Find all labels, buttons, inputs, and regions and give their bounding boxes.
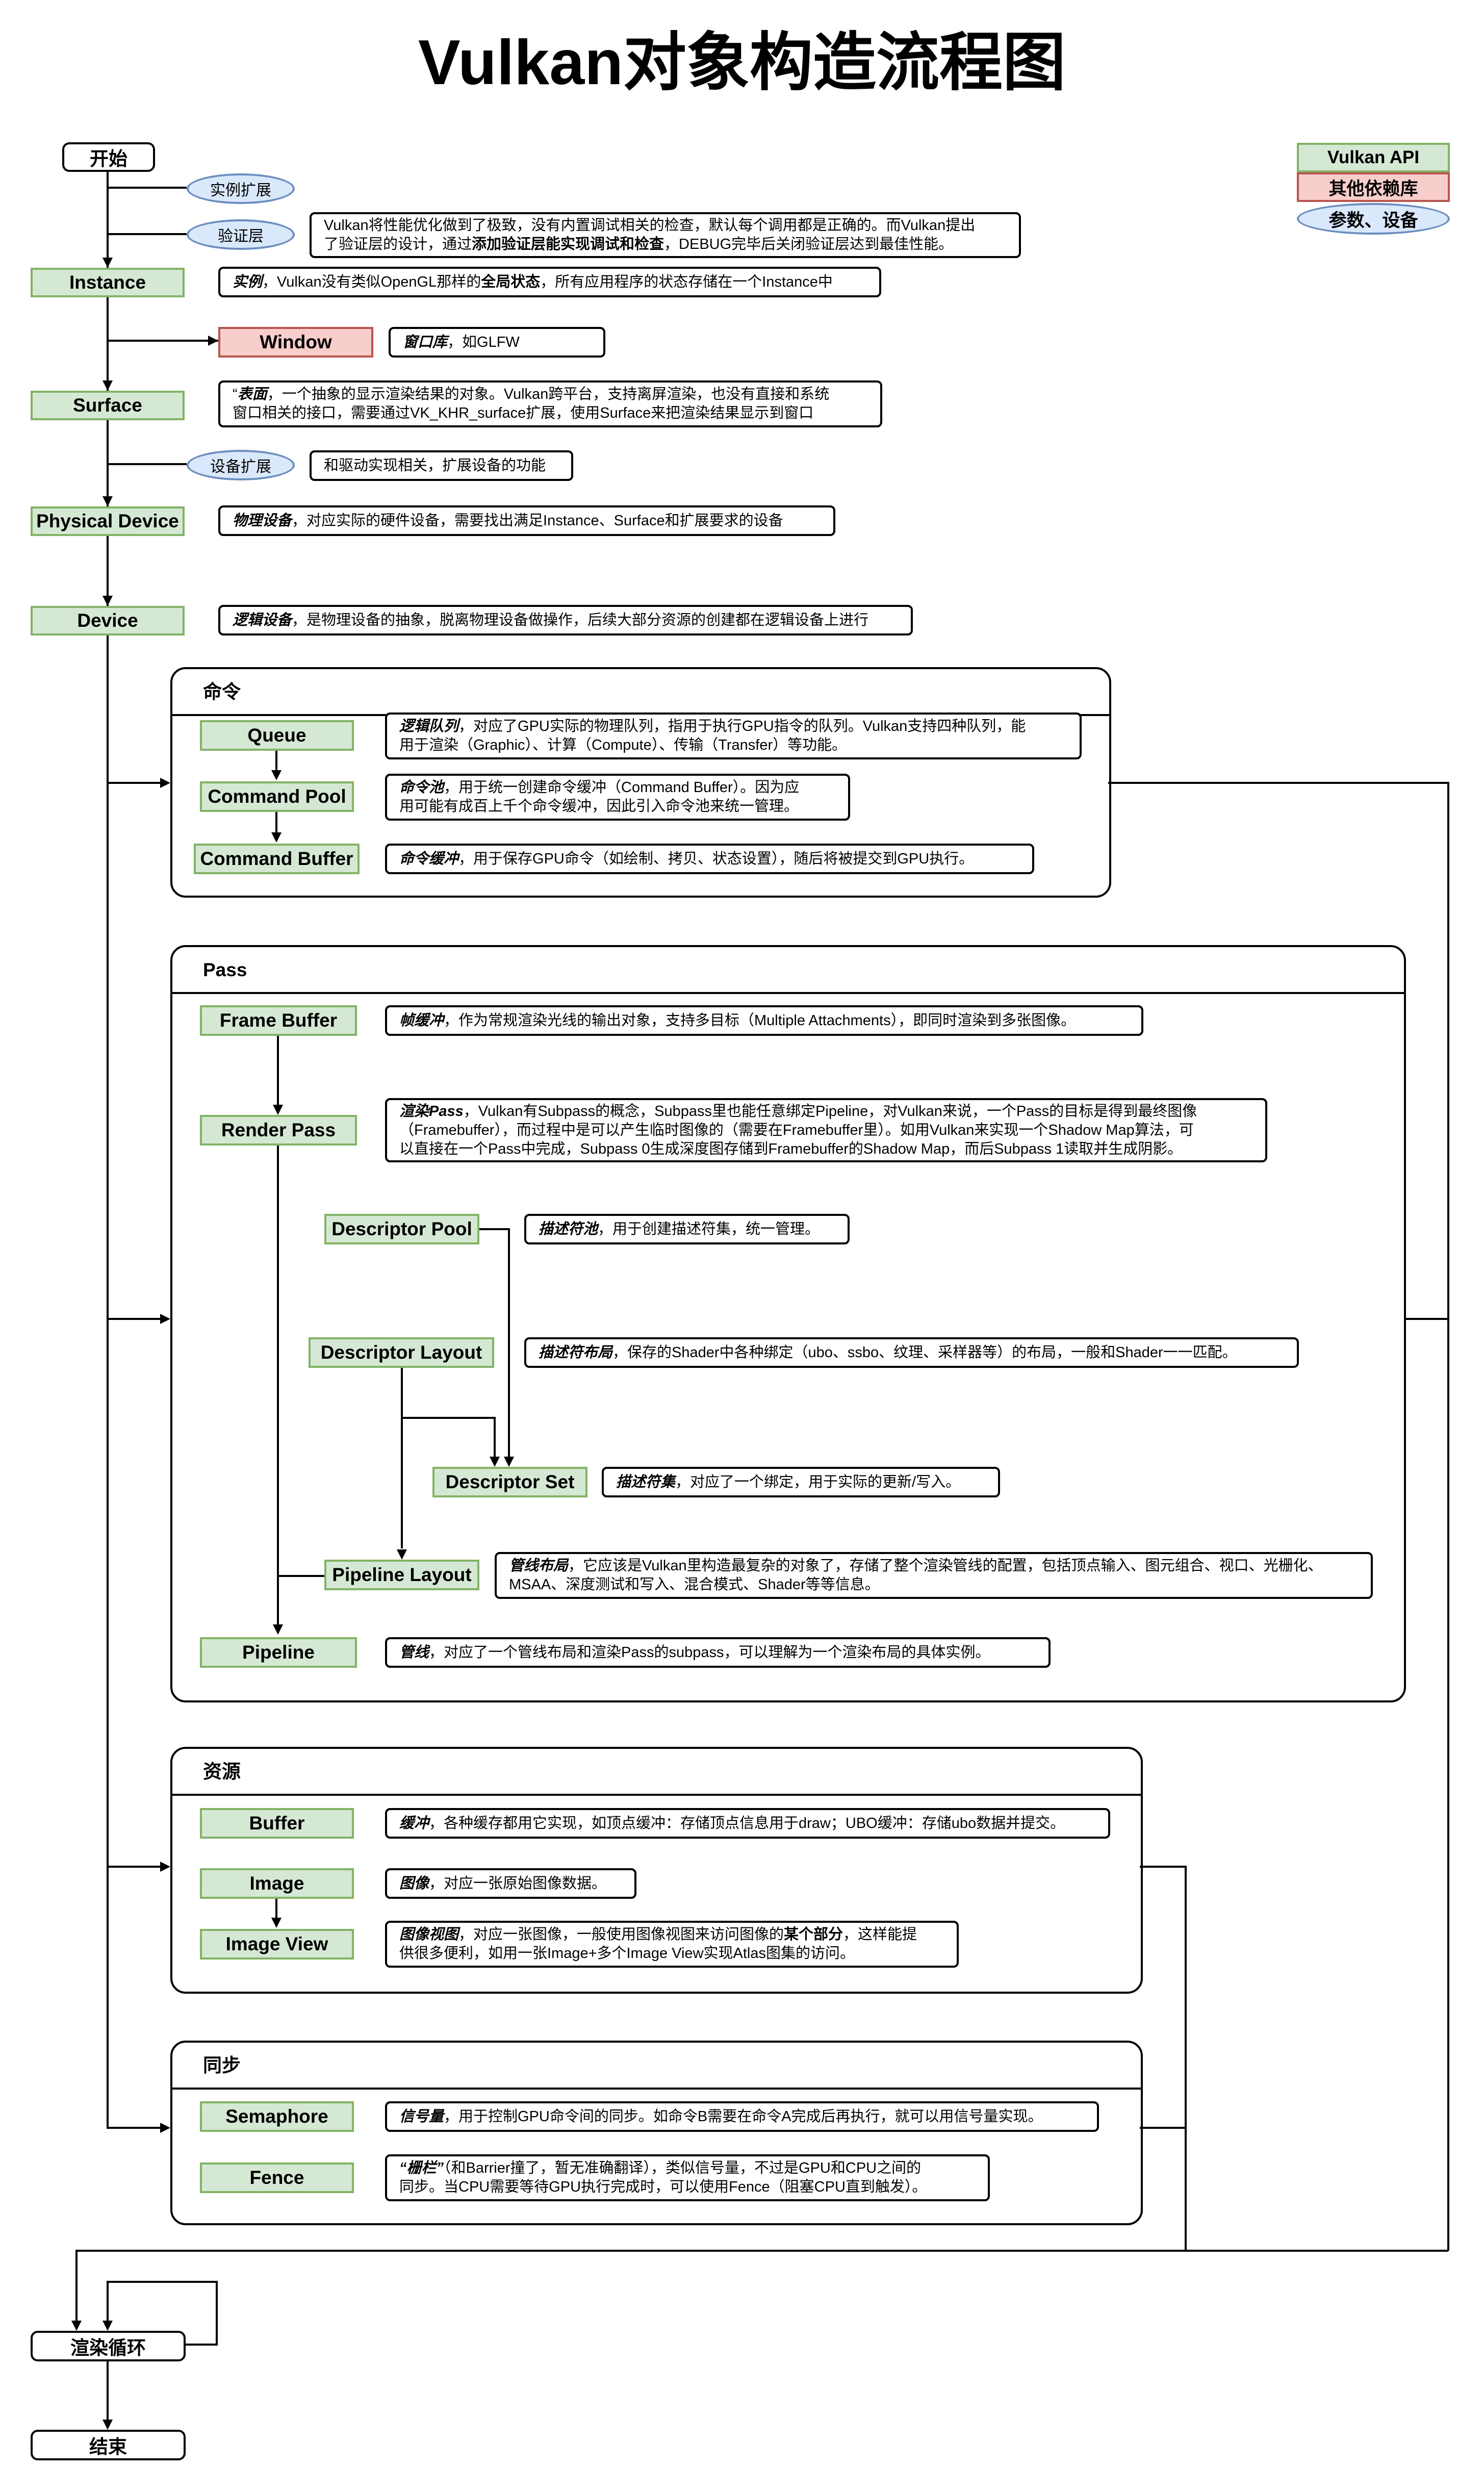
edge-return-bottom [75,2250,1448,2322]
end-node: 结束 [31,2430,186,2460]
physical-device-node: Physical Device [31,506,185,536]
render-pass-note: 渲染Pass，Vulkan有Subpass的概念，Subpass里也能任意绑定P… [385,1098,1267,1162]
instance-note: 实例，Vulkan没有类似OpenGL那样的全局状态，所有应用程序的状态存储在一… [218,267,881,297]
semaphore-node: Semaphore [200,2101,354,2132]
instance-extension-ellipse: 实例扩展 [187,173,295,204]
start-node: 开始 [62,142,155,172]
resource-group: 资源 [170,1747,1143,1994]
legend-dependency: 其他依赖库 [1297,172,1450,202]
arrow-pipeline [273,1624,283,1635]
edge-loop-self [107,2281,218,2346]
fence-node: Fence [200,2162,354,2193]
device-extension-note: 和驱动实现相关，扩展设备的功能 [310,450,573,481]
pipeline-layout-node: Pipeline Layout [324,1560,479,1590]
frame-buffer-node: Frame Buffer [200,1005,357,1036]
arrow-loop-self [103,2321,113,2331]
command-buffer-node: Command Buffer [194,844,360,874]
surface-node: Surface [31,391,185,420]
validation-layer-ellipse: 验证层 [187,219,295,250]
arrow-ds-2 [490,1457,500,1467]
render-loop-node: 渲染循环 [31,2331,186,2361]
edge-dp-ds [479,1228,510,1458]
device-note: 逻辑设备，是物理设备的抽象，脱离物理设备做操作，后续大部分资源的创建都在逻辑设备… [218,605,913,635]
arrow-sync [160,2123,170,2133]
command-group-title: 命令 [203,681,241,702]
edge-dl-ds [401,1368,496,1458]
queue-node: Queue [200,720,354,751]
descriptor-layout-note: 描述符布局，保存的Shader中各种绑定（ubo、ssbo、纹理、采样器等）的布… [524,1337,1299,1368]
instance-node: Instance [31,268,185,297]
image-view-node: Image View [200,1929,354,1960]
arrow-device [103,596,113,606]
window-note: 窗口库，如GLFW [389,327,605,358]
descriptor-set-node: Descriptor Set [432,1467,587,1497]
edge-return-resource [1140,1866,1187,2251]
semaphore-note: 信号量，用于控制GPU命令间的同步。如命令B需要在命令A完成后再执行，就可以用信… [385,2101,1099,2132]
descriptor-pool-node: Descriptor Pool [324,1214,479,1244]
arrow-loop [71,2321,82,2331]
arrow-imgview [271,1918,282,1928]
arrowheads [71,258,514,2430]
arrow-ds-1 [504,1457,514,1467]
arrow-physical [103,496,113,506]
descriptor-pool-note: 描述符池，用于创建描述符集，统一管理。 [524,1214,850,1244]
render-pass-node: Render Pass [200,1115,357,1146]
arrow-command [160,778,170,788]
arrow-rp [273,1105,283,1115]
device-extension-ellipse: 设备扩展 [187,450,295,480]
buffer-note: 缓冲，各种缓存都用它实现，如顶点缓冲：存储顶点信息用于draw；UBO缓冲：存储… [385,1808,1110,1839]
arrow-window [208,336,218,346]
image-view-note: 图像视图，对应一张图像，一般使用图像视图来访问图像的某个部分，这样能提供很多便利… [385,1921,959,1968]
arrow-surface [103,380,113,391]
page-title: Vulkan对象构造流程图 [418,28,1066,98]
surface-note: “表面，一个抽象的显示渲染结果的对象。Vulkan跨平台，支持离屏渲染，也没有直… [218,380,882,427]
legend-vulkan-api: Vulkan API [1297,143,1450,172]
arrow-pool [271,770,282,780]
command-pool-note: 命令池，用于统一创建命令缓冲（Command Buffer）。因为应用可能有成百… [385,774,850,821]
arrow-end [103,2420,113,2430]
image-node: Image [200,1868,354,1899]
queue-note: 逻辑队列，对应了GPU实际的物理队列，指用于执行GPU指令的队列。Vulkan支… [385,713,1082,759]
edge-return-command [1108,782,1449,2251]
device-node: Device [31,606,185,635]
command-pool-node: Command Pool [200,781,354,812]
sync-group-title: 同步 [203,2055,241,2076]
window-node: Window [218,327,373,358]
image-note: 图像，对应一张原始图像数据。 [385,1868,636,1899]
pass-group-title: Pass [203,959,247,980]
pass-group: Pass [170,945,1406,1702]
validation-note: Vulkan将性能优化做到了极致，没有内置调试相关的检查，默认每个调用都是正确的… [310,212,1021,258]
fence-note: “栅栏”（和Barrier撞了，暂无准确翻译），类似信号量，不过是GPU和CPU… [385,2154,990,2201]
arrow-cbuffer [271,832,282,843]
descriptor-set-note: 描述符集，对应了一个绑定，用于实际的更新/写入。 [602,1467,1000,1497]
arrow-pass [160,1314,170,1324]
pipeline-layout-note: 管线布局，它应该是Vulkan里构造最复杂的对象了，存储了整个渲染管线的配置，包… [495,1552,1373,1599]
edge-device-spine [107,633,162,2129]
physical-device-note: 物理设备，对应实际的硬件设备，需要找出满足Instance、Surface和扩展… [218,505,835,536]
descriptor-layout-node: Descriptor Layout [309,1337,494,1368]
buffer-node: Buffer [200,1808,354,1839]
frame-buffer-note: 帧缓冲，作为常规渲染光线的输出对象，支持多目标（Multiple Attachm… [385,1005,1143,1036]
arrow-resource [160,1862,170,1872]
resource-group-title: 资源 [203,1761,241,1782]
arrow-pl [397,1549,407,1560]
sync-group: 同步 [170,2041,1143,2225]
command-buffer-note: 命令缓冲，用于保存GPU命令（如绘制、拷贝、状态设置），随后将被提交到GPU执行… [385,844,1034,874]
arrow-instance [103,258,113,268]
pipeline-node: Pipeline [200,1637,357,1668]
pipeline-note: 管线，对应了一个管线布局和渲染Pass的subpass，可以理解为一个渲染布局的… [385,1637,1051,1668]
legend-param-device: 参数、设备 [1297,203,1450,235]
